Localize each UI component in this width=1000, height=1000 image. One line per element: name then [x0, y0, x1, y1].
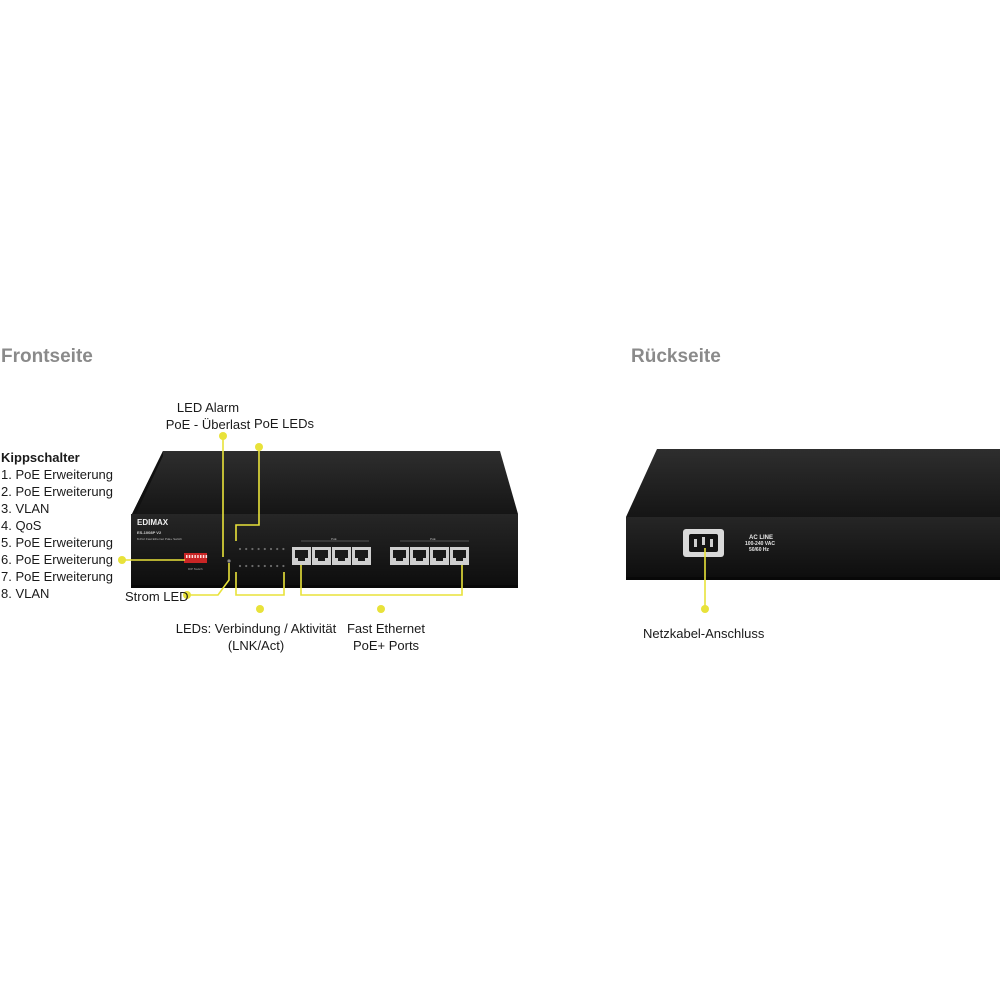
kippschalter-item: 2. PoE Erweiterung	[1, 484, 114, 499]
callout-dot-led-alarm	[219, 432, 227, 440]
lnk-act-led	[282, 564, 285, 568]
led-rows	[238, 547, 285, 568]
back-section-title: Rückseite	[631, 346, 721, 367]
ethernet-ports	[292, 547, 469, 565]
model-subtitle: 8-Port Fast Ethernet PoE+ Switch	[137, 537, 182, 541]
back-switch-panel	[626, 517, 1000, 577]
kippschalter-item: 6. PoE Erweiterung	[1, 552, 114, 567]
front-switch: EDIMAX ES-1008P V2 8-Port Fast Ethernet …	[131, 451, 518, 588]
ac-line-text: AC LINE	[749, 535, 773, 541]
poe-led	[276, 547, 279, 551]
lnk-act-label-line1: LEDs: Verbindung / Aktivität	[175, 621, 337, 636]
power-pin-left	[694, 539, 697, 547]
ethernet-port-socket	[433, 550, 446, 561]
callout-line-lnk-act	[235, 572, 285, 596]
brand-logo: EDIMAX	[137, 518, 169, 527]
poe-group-label-left: PoE	[331, 537, 337, 541]
power-led	[227, 559, 231, 563]
ac-voltage-text: 100-240 VAC	[745, 541, 775, 547]
callout-dot-poe-leds	[255, 443, 263, 451]
callout-dot-strom-led	[183, 591, 191, 599]
power-pin-right	[710, 539, 713, 547]
strom-led-label: Strom LED	[125, 589, 189, 604]
ports-label: Fast Ethernet PoE+ Ports	[336, 620, 436, 654]
kippschalter-item: 3. VLAN	[1, 501, 50, 516]
callout-dot-ports	[377, 605, 385, 613]
kippschalter-item: 4. QoS	[1, 518, 42, 533]
ac-frequency-text: 50/60 Hz	[749, 547, 770, 553]
callout-dots	[118, 432, 709, 613]
poe-led	[263, 547, 266, 551]
kippschalter-heading: Kippschalter	[1, 450, 80, 465]
front-switch-top	[132, 451, 518, 514]
poe-led	[257, 547, 260, 551]
kippschalter-title: Kippschalter	[1, 449, 80, 466]
poe-led	[269, 547, 273, 551]
led-alarm-label-line1: LED Alarm	[176, 400, 240, 415]
callout-dot-dip-switch	[118, 556, 126, 564]
lnk-act-led	[257, 564, 260, 568]
poe-group-label-right: PoE	[430, 537, 436, 541]
lnk-act-led	[245, 564, 248, 568]
lnk-act-led	[238, 564, 242, 568]
ports-label-line2: PoE+ Ports	[352, 638, 420, 653]
model-name: ES-1008P V2	[137, 530, 162, 535]
ethernet-port-socket	[393, 550, 406, 561]
lnk-act-label: LEDs: Verbindung / Aktivität (LNK/Act)	[170, 620, 342, 654]
led-alarm-label-line2: PoE - Überlast	[165, 417, 251, 432]
kippschalter-item: 7. PoE Erweiterung	[1, 569, 114, 584]
callouts	[122, 436, 706, 606]
ethernet-port-socket	[453, 550, 466, 561]
front-switch-base	[131, 585, 518, 588]
ethernet-port-socket	[295, 550, 308, 561]
callout-dot-lnk-act	[256, 605, 264, 613]
kippschalter-item: 5. PoE Erweiterung	[1, 535, 114, 550]
ethernet-port-socket	[315, 550, 328, 561]
back-switch: AC LINE 100-240 VAC 50/60 Hz	[626, 449, 1000, 580]
power-pin-center	[702, 537, 705, 545]
back-switch-top	[626, 449, 1000, 517]
lnk-act-led	[276, 564, 279, 568]
poe-led	[245, 547, 248, 551]
lnk-act-label-line2: (LNK/Act)	[227, 638, 285, 653]
dip-switch-caption: DIP Switch	[188, 567, 203, 571]
ethernet-port-socket	[355, 550, 368, 561]
poe-led	[282, 547, 285, 551]
front-switch-left-side	[132, 451, 163, 518]
ethernet-port-socket	[335, 550, 348, 561]
lnk-act-led	[263, 564, 266, 568]
kippschalter-item: 1. PoE Erweiterung	[1, 467, 114, 482]
poe-led	[238, 547, 242, 551]
ethernet-port-socket	[413, 550, 426, 561]
kippschalter-item: 8. VLAN	[1, 586, 50, 601]
callout-line-poe-leds	[235, 447, 260, 541]
lnk-act-led	[251, 564, 254, 568]
back-switch-base	[626, 577, 1000, 580]
callout-line-ports	[300, 565, 463, 596]
lnk-act-led	[269, 564, 273, 568]
poe-leds-label: PoE LEDs	[254, 416, 314, 431]
led-alarm-label: LED Alarm PoE - Überlast	[162, 399, 254, 433]
ports-label-line1: Fast Ethernet	[346, 621, 426, 636]
poe-led	[251, 547, 254, 551]
dip-switch-toggles	[186, 555, 208, 558]
callout-dot-netzkabel	[701, 605, 709, 613]
netzkabel-label: Netzkabel-Anschluss	[643, 626, 765, 641]
front-section-title: Frontseite	[1, 346, 93, 367]
kippschalter-list: 1. PoE Erweiterung 2. PoE Erweiterung 3.…	[1, 466, 113, 602]
callout-line-strom-led	[189, 563, 230, 596]
